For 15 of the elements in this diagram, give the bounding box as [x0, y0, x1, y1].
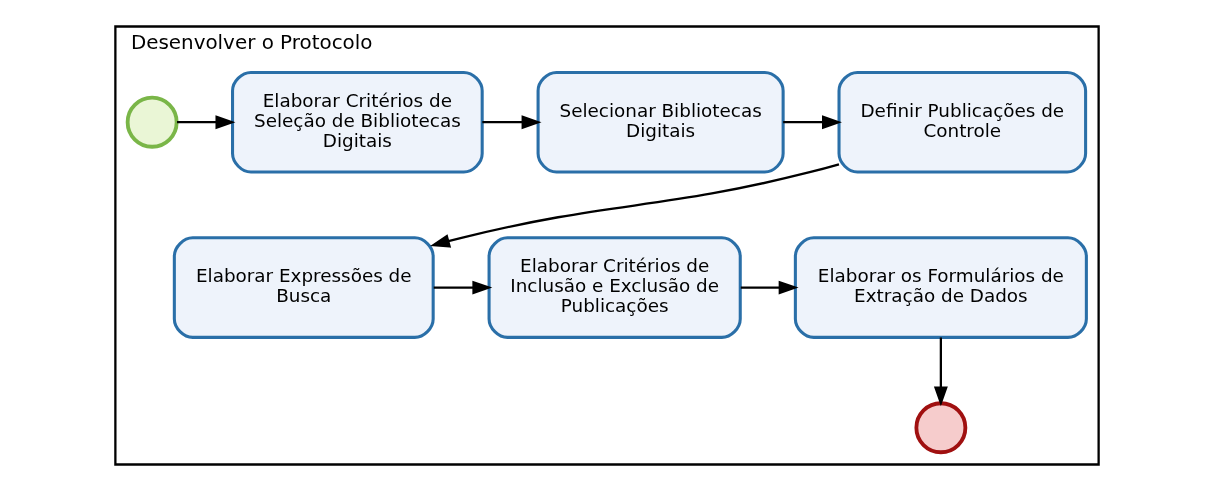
node-box: Definir Publicações de Controle	[837, 70, 1087, 174]
node-circle	[125, 95, 179, 149]
node-box: Selecionar Bibliotecas Digitais	[536, 70, 785, 174]
arrow	[782, 115, 842, 130]
arrow	[481, 115, 542, 130]
node-box: Elaborar Critérios de Seleção de Bibliotecas Digitais	[230, 70, 484, 174]
arrow	[176, 115, 235, 130]
node-box: Elaborar os Formulários de Extração de Dados	[793, 236, 1088, 339]
arrow	[740, 280, 799, 295]
node-circle	[913, 401, 967, 455]
arrow	[933, 337, 948, 407]
node-box: Elaborar Critérios de Inclusão e Exclusão de Publicações	[487, 236, 742, 339]
arrow	[429, 163, 839, 248]
node-box: Elaborar Expressões de Busca	[172, 236, 435, 339]
arrow	[433, 280, 492, 295]
